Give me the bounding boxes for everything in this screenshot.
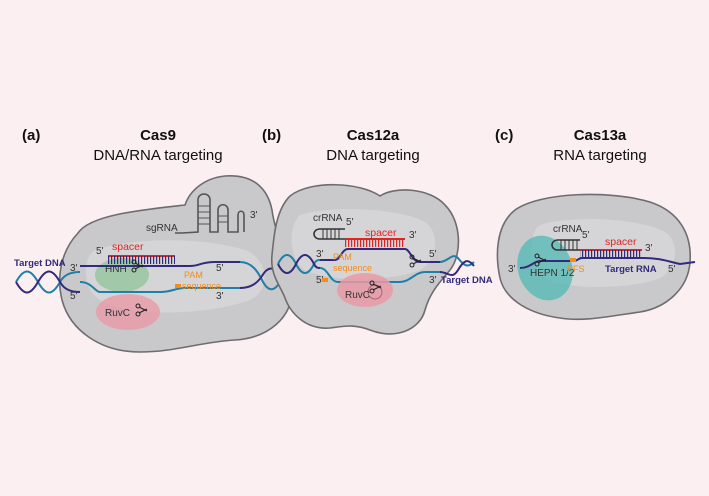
panel-cas13a: (c) Cas13a RNA targeting HEPN 1/2 crRNA …	[495, 127, 696, 321]
pfs-mark	[570, 258, 576, 262]
scissors-icon	[409, 254, 422, 268]
ruvc-domain	[96, 294, 160, 330]
pam-label-2: sequence	[333, 263, 372, 273]
ruvc-domain	[337, 273, 393, 307]
target-dna-bottom	[79, 281, 240, 293]
panel-b-subtitle: DNA targeting	[326, 147, 419, 164]
spacer-3prime: 3'	[645, 243, 653, 254]
sgrna-label: sgRNA	[146, 223, 178, 234]
sgrna-3prime: 3'	[250, 210, 258, 221]
scissors-icon	[135, 303, 148, 317]
dna-bottom-5prime: 5'	[70, 291, 78, 302]
dna-helix-left	[277, 254, 321, 274]
spacer-basepairs	[580, 250, 642, 258]
crrna-rungs	[560, 240, 578, 250]
spacer-label: spacer	[365, 227, 397, 239]
target-dna-top	[320, 248, 440, 263]
dna-top-5prime: 5'	[429, 249, 437, 260]
dna-helix-left-2	[277, 254, 321, 274]
spacer-basepairs	[345, 239, 405, 247]
panel-a-letter: (a)	[22, 127, 40, 144]
dna-top-3prime: 3'	[316, 249, 324, 260]
target-rna-label: Target RNA	[605, 264, 657, 275]
scissors-icon	[534, 253, 547, 267]
target-dna-label: Target DNA	[14, 258, 66, 269]
dna-helix-left-2	[15, 270, 81, 294]
rna-3prime: 3'	[508, 264, 516, 275]
spacer-basepairs	[108, 256, 175, 264]
target-dna-bottom	[319, 267, 440, 283]
spacer-label: spacer	[605, 236, 637, 248]
dna-bottom-3prime: 3'	[216, 291, 224, 302]
sgrna-stem-rungs	[198, 205, 228, 225]
crrna-label: crRNA	[313, 213, 343, 224]
panel-cas12a: (b) Cas12a DNA targeting crRNA 5' spacer…	[262, 127, 493, 335]
hnh-label: HNH	[105, 264, 127, 275]
scissors-icon	[369, 280, 382, 294]
dna-helix-left	[15, 270, 81, 294]
panel-a-title: Cas9	[140, 127, 176, 144]
crrna-5prime: 5'	[582, 230, 590, 241]
dna-top-5prime: 5'	[216, 263, 224, 274]
pam-label: PAM	[184, 270, 203, 280]
dna-bottom-5prime: 5'	[316, 275, 324, 286]
sgrna-loops	[175, 193, 245, 234]
panel-cas9: (a) Cas9 DNA/RNA targeting sgRNA 3' HNH …	[14, 127, 293, 353]
target-dna-label: Target DNA	[441, 275, 493, 286]
dna-bottom-3prime: 3'	[429, 275, 437, 286]
crrna-rungs	[322, 229, 340, 239]
dna-helix-right	[439, 255, 475, 267]
target-rna-strand	[519, 257, 696, 269]
pam-label: PAM	[333, 252, 352, 262]
hepn-domain	[517, 235, 573, 301]
ruvc-label: RuvC	[105, 308, 130, 319]
target-dna-top	[80, 261, 240, 267]
pfs-label: PFS	[567, 264, 585, 274]
spacer-5prime: 5'	[96, 246, 104, 257]
panel-c-letter: (c)	[495, 127, 513, 144]
rna-5prime: 5'	[668, 264, 676, 275]
dna-helix-right-2	[439, 260, 475, 277]
spacer-label: spacer	[112, 241, 144, 253]
ruvc-label: RuvC	[345, 290, 370, 301]
panel-b-letter: (b)	[262, 127, 281, 144]
crrna-5prime: 5'	[346, 217, 354, 228]
pam-mark	[322, 278, 328, 282]
dna-top-3prime: 3'	[70, 263, 78, 274]
spacer-3prime: 3'	[409, 230, 417, 241]
hepn-label: HEPN 1/2	[530, 268, 575, 279]
crrna-label: crRNA	[553, 224, 583, 235]
panel-c-title: Cas13a	[574, 127, 627, 144]
pam-label-2: sequence	[182, 281, 221, 291]
pam-mark	[175, 284, 181, 288]
crrna-hairpin	[551, 239, 580, 251]
dna-helix-right	[239, 261, 281, 291]
crrna-hairpin	[313, 228, 345, 240]
scissors-icon	[131, 259, 144, 273]
panel-a-subtitle: DNA/RNA targeting	[93, 147, 222, 164]
panel-c-subtitle: RNA targeting	[553, 147, 646, 164]
panel-b-title: Cas12a	[347, 127, 400, 144]
